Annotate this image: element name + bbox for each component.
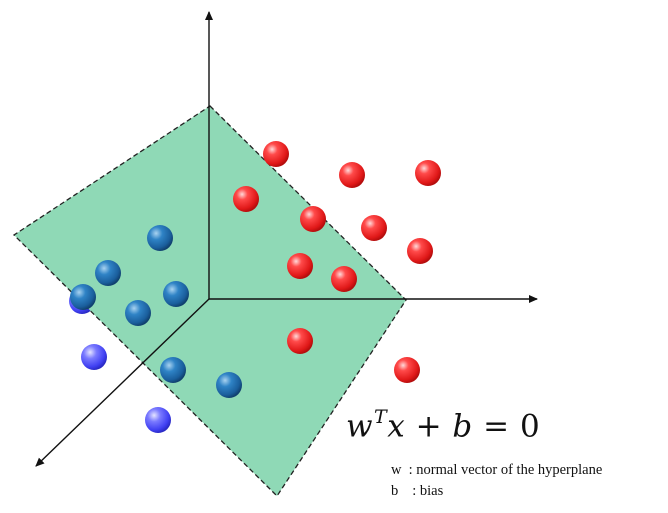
equation-w: w: [346, 408, 374, 445]
y-axis: [35, 298, 210, 467]
teal-sphere-icon: [216, 372, 242, 398]
teal-sphere-icon: [147, 225, 173, 251]
legend-symbol: b: [391, 483, 399, 499]
red-sphere-icon: [287, 253, 313, 279]
red-sphere-icon: [331, 266, 357, 292]
legend-separator: :: [405, 462, 417, 478]
equation-plus: +: [405, 408, 453, 445]
red-sphere-icon: [415, 160, 441, 186]
legend-row-w: w : normal vector of the hyperplane: [391, 460, 602, 481]
blue-points-front: [81, 344, 171, 433]
red-sphere-icon: [233, 186, 259, 212]
teal-sphere-icon: [163, 281, 189, 307]
legend-separator: :: [405, 483, 420, 499]
red-points: [233, 141, 441, 383]
axes: [35, 11, 538, 467]
equation-rhs: 0: [519, 408, 541, 445]
red-sphere-icon: [263, 141, 289, 167]
teal-sphere-icon: [95, 260, 121, 286]
teal-sphere-icon: [125, 300, 151, 326]
equation-b: b: [452, 408, 473, 445]
hyperplane: [12, 105, 407, 498]
red-sphere-icon: [339, 162, 365, 188]
legend-symbol: w: [391, 462, 402, 478]
hyperplane-equation: wTx + b = 0: [346, 406, 541, 445]
legend-row-b: b : bias: [391, 481, 602, 502]
red-sphere-icon: [394, 357, 420, 383]
teal-sphere-icon: [160, 357, 186, 383]
legend: w : normal vector of the hyperplane b : …: [391, 460, 602, 502]
red-sphere-icon: [407, 238, 433, 264]
equation-equals: =: [472, 408, 520, 445]
blue-sphere-icon: [81, 344, 107, 370]
legend-text: normal vector of the hyperplane: [416, 462, 603, 478]
equation-transpose: T: [374, 406, 388, 428]
red-sphere-icon: [361, 215, 387, 241]
red-sphere-icon: [287, 328, 313, 354]
equation-x: x: [387, 408, 406, 445]
teal-points: [70, 225, 242, 398]
teal-sphere-icon: [70, 284, 96, 310]
red-sphere-icon: [300, 206, 326, 232]
blue-sphere-icon: [145, 407, 171, 433]
legend-text: bias: [419, 483, 444, 499]
